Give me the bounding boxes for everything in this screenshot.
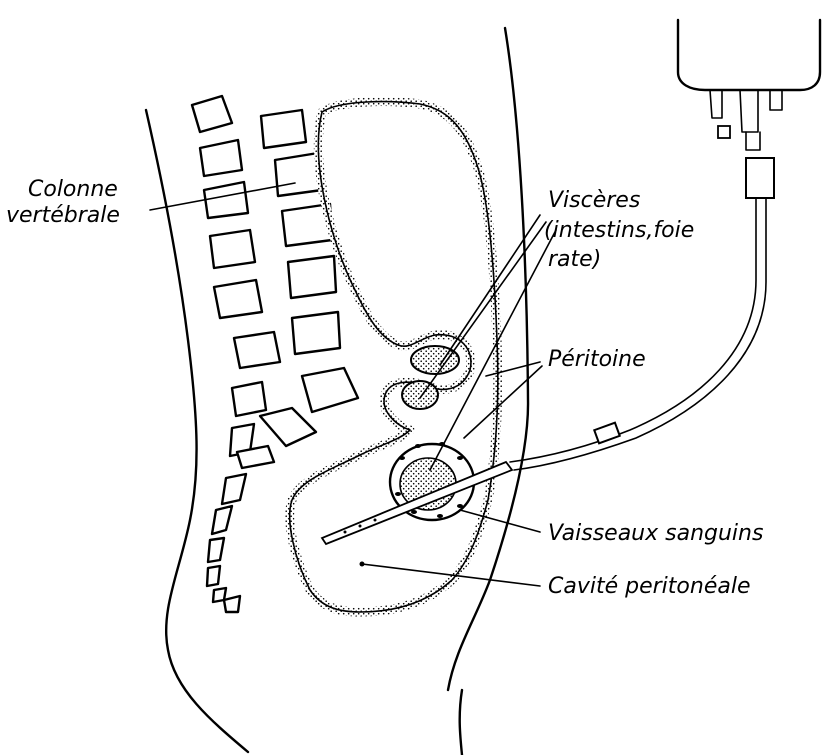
tube-clamp xyxy=(594,423,619,444)
label-blood-vessels: Vaisseaux sanguins xyxy=(548,521,763,546)
leader-vessels xyxy=(460,510,540,532)
leg-outline xyxy=(460,690,462,755)
label-spine-line1: Colonne xyxy=(28,177,118,202)
leader-peritoneum-2 xyxy=(464,366,542,438)
bag-port xyxy=(718,126,730,138)
dialysis-bag xyxy=(678,20,820,90)
label-peritoneum: Péritoine xyxy=(548,347,646,372)
cavity-marker-dot xyxy=(360,562,365,567)
bag-outlet xyxy=(746,132,760,150)
viscera-loop-lower xyxy=(402,381,438,409)
label-peritoneal-cavity: Cavité peritonéale xyxy=(548,574,750,599)
label-viscera-line3: rate) xyxy=(548,247,601,272)
label-viscera-line2: (intestins,foie xyxy=(544,218,694,243)
label-viscera-line1: Viscères xyxy=(548,188,640,213)
label-spine-line2: vertébrale xyxy=(6,203,120,228)
drip-chamber xyxy=(746,158,774,198)
viscera-loop-upper xyxy=(411,346,459,374)
